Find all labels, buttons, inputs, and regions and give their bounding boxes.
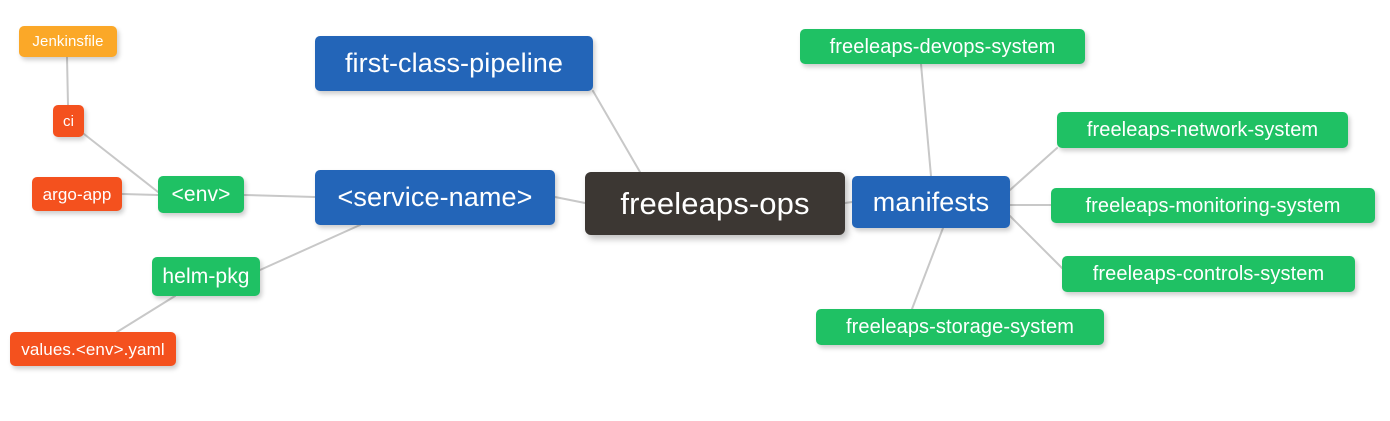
mindmap-node-values-env-yaml[interactable]: values.<env>.yaml — [10, 332, 176, 366]
node-label-values-env-yaml: values.<env>.yaml — [21, 339, 165, 359]
edge-freeleaps-ops-to-first-class-pipeline — [592, 90, 641, 173]
edge-env-to-argo-app — [121, 193, 159, 196]
mindmap-node-jenkinsfile[interactable]: Jenkinsfile — [19, 26, 117, 57]
edge-manifests-to-freeleaps-controls-system — [1009, 215, 1063, 269]
mindmap-node-freeleaps-storage-system[interactable]: freeleaps-storage-system — [816, 309, 1104, 345]
node-label-jenkinsfile: Jenkinsfile — [32, 33, 104, 50]
mindmap-node-env[interactable]: <env> — [158, 176, 244, 213]
edge-freeleaps-ops-to-manifests — [844, 201, 853, 204]
node-label-freeleaps-devops-system: freeleaps-devops-system — [829, 35, 1056, 58]
node-label-first-class-pipeline: first-class-pipeline — [344, 48, 564, 78]
node-label-freeleaps-monitoring-system: freeleaps-monitoring-system — [1085, 194, 1341, 217]
node-label-freeleaps-controls-system: freeleaps-controls-system — [1092, 263, 1325, 285]
node-label-freeleaps-storage-system: freeleaps-storage-system — [845, 316, 1075, 338]
mindmap-node-first-class-pipeline[interactable]: first-class-pipeline — [315, 36, 593, 91]
edge-manifests-to-freeleaps-devops-system — [920, 63, 932, 177]
mindmap-node-freeleaps-ops[interactable]: freeleaps-ops — [585, 172, 845, 235]
node-label-service-name: <service-name> — [337, 182, 533, 212]
mindmap-node-helm-pkg[interactable]: helm-pkg — [152, 257, 260, 296]
edge-ci-to-jenkinsfile — [66, 56, 69, 106]
node-label-freeleaps-ops: freeleaps-ops — [620, 186, 810, 221]
mindmap-node-freeleaps-network-system[interactable]: freeleaps-network-system — [1057, 112, 1348, 148]
mindmap-node-manifests[interactable]: manifests — [852, 176, 1010, 228]
mindmap-node-freeleaps-controls-system[interactable]: freeleaps-controls-system — [1062, 256, 1355, 292]
node-label-argo-app: argo-app — [42, 184, 112, 204]
node-label-manifests: manifests — [872, 186, 990, 217]
mindmap-node-freeleaps-devops-system[interactable]: freeleaps-devops-system — [800, 29, 1085, 64]
mindmap-node-ci[interactable]: ci — [53, 105, 84, 137]
mindmap-node-freeleaps-monitoring-system[interactable]: freeleaps-monitoring-system — [1051, 188, 1375, 223]
mindmap-node-service-name[interactable]: <service-name> — [315, 170, 555, 225]
node-label-env: <env> — [171, 183, 231, 206]
edge-manifests-to-freeleaps-network-system — [1009, 147, 1058, 191]
edge-freeleaps-ops-to-service-name — [554, 196, 586, 204]
edge-manifests-to-freeleaps-storage-system — [911, 227, 944, 310]
edge-service-name-to-env — [243, 194, 316, 198]
node-label-ci: ci — [62, 112, 75, 130]
edge-service-name-to-helm-pkg — [259, 224, 361, 271]
mindmap-node-argo-app[interactable]: argo-app — [32, 177, 122, 211]
node-label-helm-pkg: helm-pkg — [162, 265, 250, 288]
edge-helm-pkg-to-values-env-yaml — [116, 295, 176, 333]
node-label-freeleaps-network-system: freeleaps-network-system — [1086, 119, 1319, 141]
